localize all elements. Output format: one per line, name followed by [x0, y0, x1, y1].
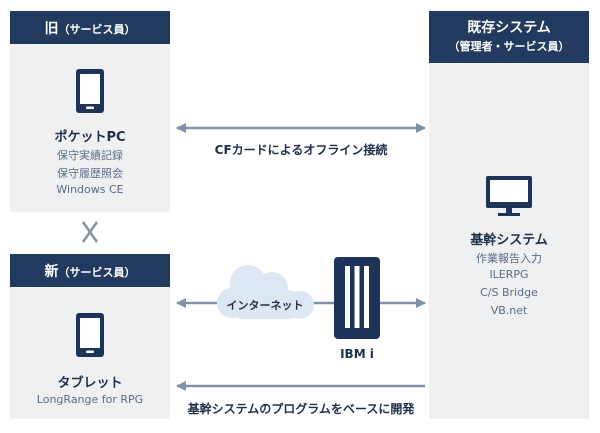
- old-device-line-2: 保守履歴照会: [57, 167, 123, 180]
- internet-label: インターネット: [226, 299, 304, 312]
- server-label: IBM i: [340, 347, 374, 361]
- server-icon: [334, 257, 380, 339]
- existing-header-sub: （管理者・サービス員）: [448, 40, 570, 53]
- old-device-title: ポケットPC: [54, 130, 126, 145]
- old-header-main: 旧: [44, 21, 59, 37]
- existing-line-4: VB.net: [490, 304, 528, 317]
- cloud-icon: [217, 265, 314, 319]
- cf-card-label: CFカードによるオフライン接続: [214, 143, 388, 157]
- existing-header: 既存システム （管理者・サービス員）: [429, 11, 589, 63]
- new-header-main: 新: [44, 264, 59, 280]
- existing-line-1: 作業報告入力: [476, 252, 542, 265]
- existing-line-2: ILERPG: [489, 268, 529, 281]
- new-header-sub: （サービス員）: [58, 266, 136, 279]
- old-device-line-1: 保守実績記録: [57, 149, 123, 162]
- existing-panel: [429, 63, 589, 419]
- new-header: 新（サービス員）: [10, 254, 170, 287]
- tablet-icon: [76, 69, 104, 113]
- existing-title: 基幹システム: [470, 233, 548, 248]
- new-device-line-1: LongRange for RPG: [36, 393, 144, 406]
- x-mark-icon: [81, 221, 99, 243]
- old-header-sub: （サービス員）: [58, 23, 136, 36]
- old-header: 旧（サービス員）: [10, 11, 170, 44]
- monitor-icon: [486, 176, 532, 216]
- existing-line-3: C/S Bridge: [480, 286, 538, 299]
- develop-label: 基幹システムのプログラムをベースに開発: [187, 402, 415, 416]
- tablet-icon: [76, 313, 104, 357]
- new-device-title: タブレット: [57, 376, 123, 391]
- old-device-line-3: Windows CE: [56, 183, 124, 196]
- existing-header-main: 既存システム: [467, 20, 551, 36]
